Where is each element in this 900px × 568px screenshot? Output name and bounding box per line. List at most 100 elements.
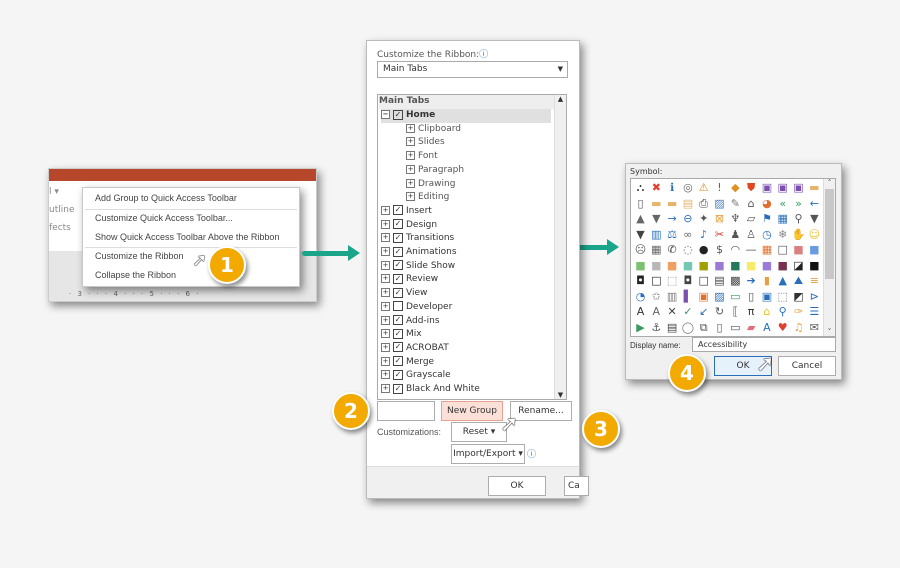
menu-item-customize-qat[interactable]: Customize Quick Access Toolbar... (95, 213, 233, 223)
checkbox[interactable]: ✓ (393, 356, 403, 367)
symbol-icon[interactable]: ✆ (667, 243, 677, 256)
new-group-button[interactable]: New Group (441, 401, 503, 421)
symbol-icon[interactable]: ✓ (683, 305, 693, 318)
symbol-icon[interactable]: π (747, 305, 755, 318)
symbol-icon[interactable]: ☺ (808, 227, 821, 241)
expand-icon[interactable]: + (381, 288, 390, 298)
checkbox[interactable]: ✓ (393, 287, 403, 298)
symbol-icon[interactable]: ⬚ (666, 274, 678, 287)
expand-icon[interactable]: + (381, 329, 390, 339)
symbol-icon[interactable]: ▤ (682, 196, 694, 210)
tree-item[interactable]: +✓Add-ins (381, 315, 440, 329)
symbol-icon[interactable]: ⚖ (667, 227, 678, 241)
symbol-icon[interactable]: ■ (777, 258, 788, 272)
symbol-icon[interactable]: □ (698, 274, 709, 287)
symbol-icon[interactable]: ▨ (714, 289, 725, 303)
symbol-icon[interactable]: ✂ (714, 227, 725, 241)
tree-item[interactable]: +Font (406, 150, 438, 164)
symbol-icon[interactable]: ▩ (730, 274, 741, 287)
expand-icon[interactable]: + (406, 151, 415, 161)
expand-icon[interactable]: + (381, 342, 390, 352)
symbol-icon[interactable]: ◆ (731, 181, 740, 194)
symbol-icon[interactable]: ▤ (714, 274, 725, 287)
tree-item[interactable]: +Drawing (406, 178, 455, 192)
checkbox[interactable]: ✓ (393, 273, 403, 284)
tree-item[interactable]: +✓Design (381, 219, 437, 233)
menu-item-show-qat-above[interactable]: Show Quick Access Toolbar Above the Ribb… (95, 232, 280, 242)
expand-icon[interactable]: + (381, 384, 390, 393)
symbol-icon[interactable]: ▌ (683, 289, 693, 303)
symbol-icon[interactable]: ▥ (651, 227, 662, 241)
symbol-icon[interactable]: ▮ (763, 274, 770, 287)
symbol-icon[interactable]: ☰ (809, 305, 820, 318)
expand-icon[interactable]: + (381, 356, 390, 366)
display-name-input[interactable]: Accessibility (692, 337, 836, 352)
symbol-icon[interactable]: ♆ (730, 212, 741, 225)
menu-item-add-group[interactable]: Add Group to Quick Access Toolbar (95, 193, 237, 203)
symbol-icon[interactable]: ⊳ (809, 289, 819, 303)
tree-item[interactable]: +Editing (406, 191, 449, 205)
checkbox[interactable]: ✓ (393, 232, 403, 243)
symbol-icon[interactable]: ◕ (762, 196, 772, 210)
expand-icon[interactable]: + (406, 123, 415, 133)
symbol-icon[interactable]: ⌂ (747, 196, 755, 210)
symbol-icon[interactable]: ■ (635, 258, 646, 272)
symbol-icon[interactable]: ✎ (730, 196, 740, 210)
collapse-icon[interactable]: − (381, 110, 390, 119)
symbol-icon[interactable]: ■ (809, 258, 820, 272)
symbol-icon[interactable]: ⌂ (763, 305, 771, 318)
symbol-icon[interactable]: ➔ (746, 274, 756, 287)
symbol-icon[interactable]: ≡ (809, 274, 819, 287)
symbol-icon[interactable]: ⚑ (761, 212, 772, 225)
symbol-icon[interactable]: ▭ (730, 289, 741, 303)
checkbox[interactable]: ✓ (393, 260, 403, 271)
scrollbar[interactable]: ˄˅ (823, 179, 835, 336)
symbol-icon[interactable]: ▦ (777, 212, 788, 225)
menu-item-collapse-ribbon[interactable]: Collapse the Ribbon (95, 270, 177, 280)
reset-button[interactable]: Reset ▾ (451, 422, 507, 442)
symbol-icon[interactable]: ♥ (777, 320, 788, 334)
symbol-icon[interactable]: ♟ (730, 227, 741, 241)
symbol-icon[interactable]: ▨ (714, 196, 725, 210)
symbol-icon[interactable]: ● (698, 243, 709, 256)
symbol-icon[interactable]: ♪ (700, 227, 708, 241)
symbol-icon[interactable]: ■ (698, 258, 709, 272)
symbol-grid[interactable]: ˄˅ ⛬✖ℹ◎⚠!◆⛊▣▣▣▬▯▬▬▤⎙▨✎⌂◕«»←▲▼→⊖✦⊠♆▱⚑▦⚲▼▼… (630, 178, 836, 337)
expand-icon[interactable]: + (381, 219, 390, 229)
checkbox[interactable] (393, 301, 403, 312)
symbol-icon[interactable]: $ (716, 243, 723, 256)
checkbox[interactable]: ✓ (393, 342, 403, 353)
symbol-icon[interactable]: ◌ (683, 243, 693, 256)
symbol-icon[interactable]: ◎ (683, 181, 693, 194)
symbol-icon[interactable]: □ (651, 274, 662, 287)
symbol-icon[interactable]: ☹ (634, 243, 647, 256)
symbol-icon[interactable]: ▣ (777, 181, 788, 194)
scrollbar[interactable]: ▲▼ (554, 95, 566, 399)
symbol-icon[interactable]: ▬ (651, 196, 662, 210)
cancel-button[interactable]: Cancel (778, 356, 836, 376)
symbol-icon[interactable]: ⛰ (793, 274, 804, 287)
symbol-icon[interactable]: ⎙ (699, 196, 709, 210)
tree-item[interactable]: +Developer (381, 301, 452, 315)
expand-icon[interactable]: + (406, 192, 415, 202)
symbol-icon[interactable]: ⊖ (683, 212, 693, 225)
symbol-icon[interactable]: ⚓ (651, 320, 662, 334)
symbol-icon[interactable]: ↙ (699, 305, 709, 318)
symbol-icon[interactable]: ⬚ (777, 289, 788, 303)
expand-icon[interactable]: + (381, 370, 390, 380)
symbol-icon[interactable]: ◠ (730, 243, 741, 256)
symbol-icon[interactable]: ▣ (761, 289, 773, 303)
symbol-icon[interactable]: ◔ (635, 289, 646, 303)
symbol-icon[interactable]: ▰ (746, 320, 756, 334)
tree-item[interactable]: +✓ACROBAT (381, 342, 449, 356)
symbol-icon[interactable]: ⟦ (732, 305, 739, 318)
symbol-icon[interactable]: ▦ (761, 243, 773, 256)
symbol-icon[interactable]: ♙ (746, 227, 757, 241)
tree-item[interactable]: +✓Transitions (381, 232, 454, 246)
symbol-icon[interactable]: ↻ (714, 305, 725, 318)
symbol-icon[interactable]: ■ (651, 258, 662, 272)
symbol-icon[interactable]: A (763, 320, 771, 334)
symbol-icon[interactable]: ← (809, 196, 819, 210)
symbol-icon[interactable]: ▯ (748, 289, 755, 303)
expand-icon[interactable]: + (381, 301, 390, 311)
